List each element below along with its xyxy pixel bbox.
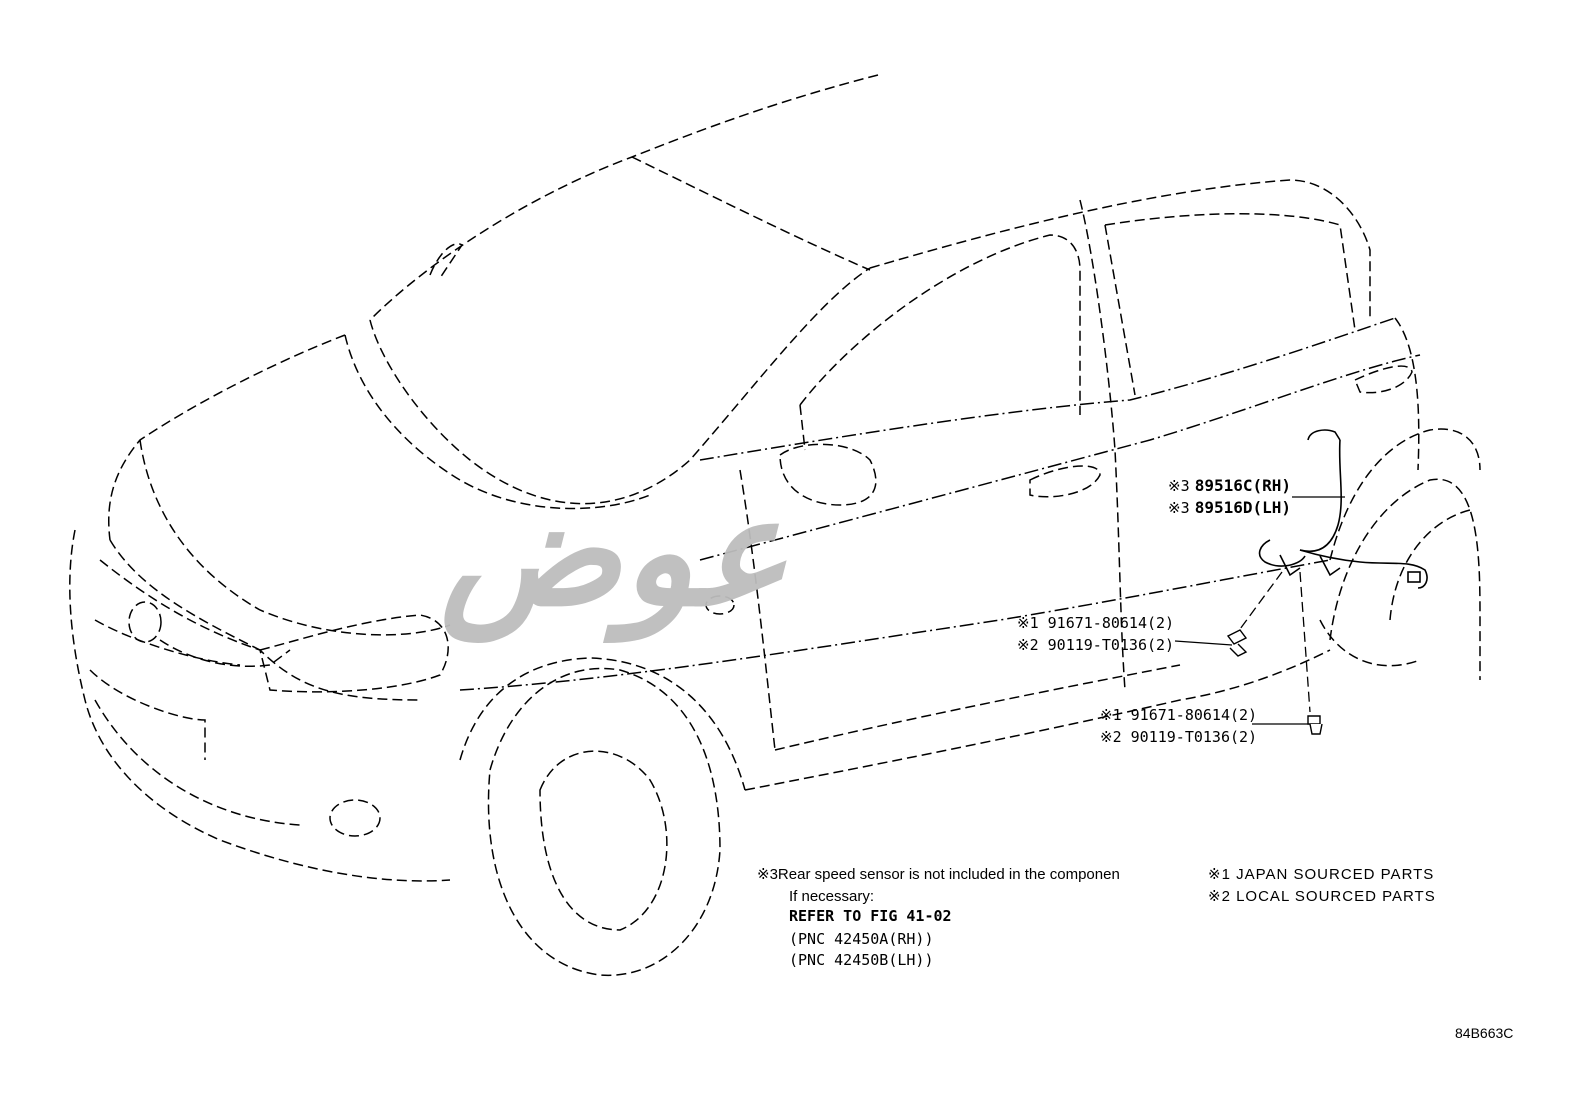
legend-japan-sourced: ※1 JAPAN SOURCED PARTS [1208, 867, 1434, 882]
legend-text: JAPAN SOURCED PARTS [1236, 866, 1435, 883]
footnote-if-necessary: If necessary: [789, 888, 875, 905]
footnote-text: Rear speed sensor is not included in the… [777, 866, 1120, 883]
part-number: 89516D(LH) [1194, 498, 1292, 517]
part-number: 90119-T0136(2) [1130, 728, 1258, 746]
note-mark: ※3 [1168, 499, 1190, 517]
figure-code: 84B663C [1455, 1025, 1514, 1041]
callout-rear-sensor-rh: ※3 89516C(RH) [1168, 478, 1291, 494]
callout-bolt-lower-local: ※2 90119-T0136(2) [1100, 730, 1257, 745]
part-number: 90119-T0136(2) [1047, 636, 1175, 654]
note-mark: ※2 [1208, 888, 1231, 905]
footnote-pnc-rh: (PNC 42450A(RH)) [789, 930, 934, 948]
legend-local-sourced: ※2 LOCAL SOURCED PARTS [1208, 889, 1436, 904]
note-mark: ※2 [1017, 636, 1039, 654]
watermark: عوض [440, 466, 792, 640]
footnote-refer-fig: REFER TO FIG 41-02 [789, 907, 952, 925]
part-number: 89516C(RH) [1194, 476, 1292, 495]
part-number: 91671-80614(2) [1130, 706, 1258, 724]
note-mark: ※2 [1100, 728, 1122, 746]
note-mark: ※3 [757, 866, 778, 883]
footnote-rear-sensor: ※3Rear speed sensor is not included in t… [757, 867, 1120, 882]
note-mark: ※1 [1100, 706, 1122, 724]
footnote-pnc-lh: (PNC 42450B(LH)) [789, 951, 934, 969]
part-number: 91671-80614(2) [1047, 614, 1175, 632]
legend-text: LOCAL SOURCED PARTS [1236, 888, 1436, 905]
callout-bolt-upper-local: ※2 90119-T0136(2) [1017, 638, 1174, 653]
callout-bolt-lower-japan: ※1 91671-80614(2) [1100, 708, 1257, 723]
callout-bolt-upper-japan: ※1 91671-80614(2) [1017, 616, 1174, 631]
note-mark: ※1 [1017, 614, 1039, 632]
note-mark: ※1 [1208, 866, 1231, 883]
note-mark: ※3 [1168, 477, 1190, 495]
callout-rear-sensor-lh: ※3 89516D(LH) [1168, 500, 1291, 516]
